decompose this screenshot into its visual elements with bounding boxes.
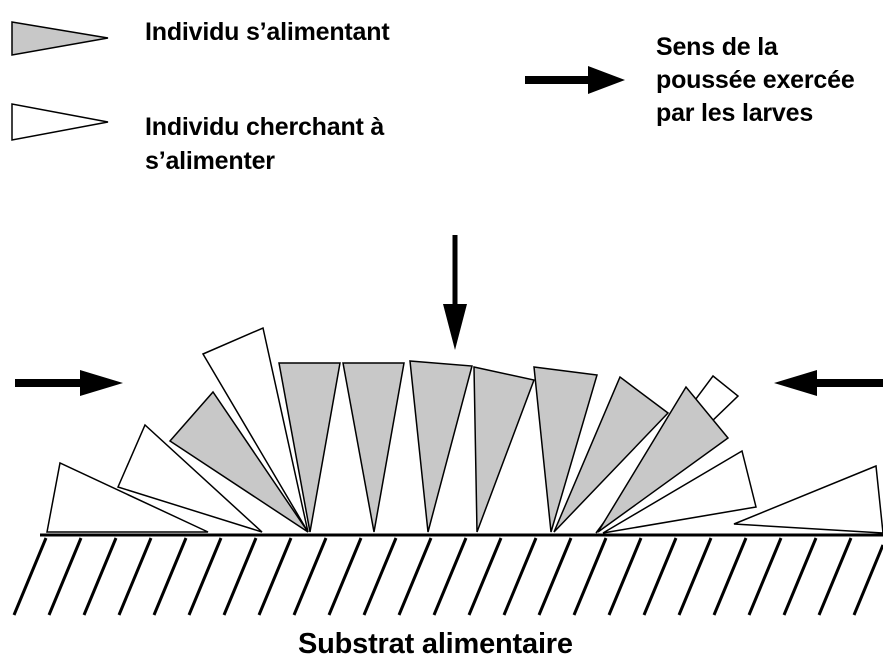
feeding-larva	[597, 385, 730, 533]
legend-feeding-label: Individu s’alimentant	[145, 18, 390, 46]
left-push-arrow-icon	[15, 370, 123, 396]
feeding-larva	[168, 390, 309, 533]
seeking-larva	[602, 449, 757, 534]
legend-push-arrow-icon	[525, 66, 625, 94]
feeding-larva	[409, 360, 473, 533]
feeding-larva	[278, 362, 341, 533]
seeking-larvae-group	[46, 326, 883, 534]
legend-push-label-line2: poussée exercée	[656, 66, 855, 94]
legend-seeking-label-line2: s’alimenter	[145, 147, 275, 175]
seeking-larva	[201, 326, 309, 533]
seeking-larva	[46, 461, 209, 533]
legend-seeking-label-line1: Individu cherchant à	[145, 113, 385, 141]
feeding-larva	[553, 375, 670, 533]
legend-push-label-line3: par les larves	[656, 99, 814, 127]
right-push-arrow-icon	[774, 370, 883, 396]
seeking-larva	[116, 423, 263, 533]
feeding-larva	[473, 366, 536, 533]
feeding-larva	[342, 362, 405, 533]
legend-feeding-icon	[11, 21, 109, 56]
substrate-label: Substrat alimentaire	[298, 628, 573, 660]
substrate-surface	[12, 533, 883, 616]
top-push-arrow-icon	[443, 235, 467, 350]
legend-push-label-line1: Sens de la	[656, 33, 778, 61]
substrate-hatching	[12, 537, 883, 616]
seeking-larva	[733, 464, 883, 534]
feeding-larva	[533, 366, 598, 533]
legend-seeking-icon	[11, 103, 109, 141]
feeding-larvae-group	[168, 360, 730, 533]
